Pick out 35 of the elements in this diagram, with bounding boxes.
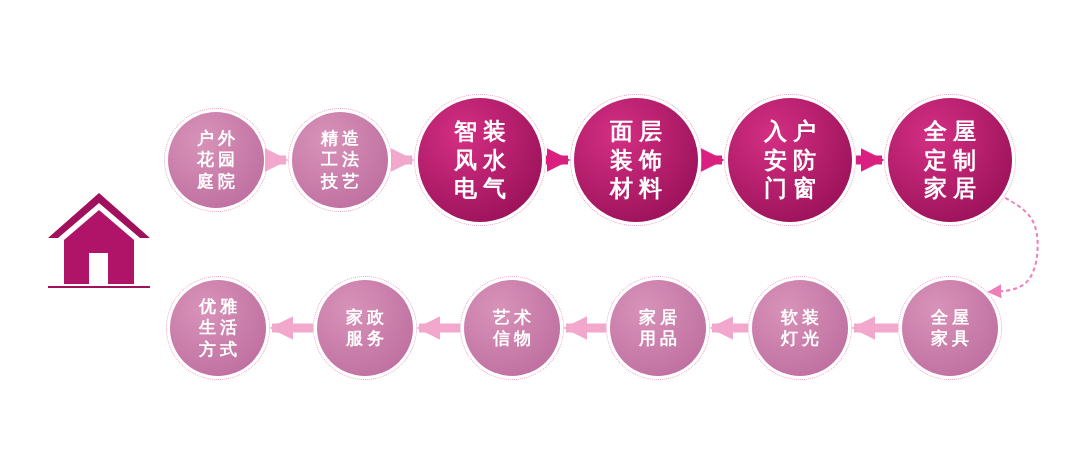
flow-circle <box>728 98 852 222</box>
flow-circle <box>464 280 560 376</box>
step-label: 入户安防门窗 <box>763 116 823 204</box>
step-label: 户外花园庭院 <box>196 128 240 192</box>
flow-circle <box>168 112 264 208</box>
step-label: 全屋家具 <box>930 306 974 350</box>
flow-circle <box>752 280 848 376</box>
step-label: 家居用品 <box>638 306 682 350</box>
arrow <box>546 148 571 172</box>
flow-circle <box>170 280 266 376</box>
step-label: 精造工法技艺 <box>319 128 364 192</box>
arrow <box>709 316 748 340</box>
flow-circle <box>888 98 1012 222</box>
step-label: 软装灯光 <box>779 306 824 350</box>
arrow <box>264 148 289 172</box>
arrow <box>851 316 898 340</box>
flow-circle <box>574 98 698 222</box>
arrow <box>416 316 460 340</box>
step-label: 面层装饰材料 <box>608 116 669 204</box>
arrow <box>987 196 1039 299</box>
step-label: 家政服务 <box>345 306 389 350</box>
arrow <box>390 148 415 172</box>
arrow <box>856 148 885 172</box>
flow-circle <box>902 280 998 376</box>
step-label: 智装风水电气 <box>453 116 513 204</box>
flow-circle <box>610 280 706 376</box>
flow-circle <box>292 112 388 208</box>
step-label: 全屋定制家居 <box>922 116 983 204</box>
flow-circle <box>317 280 413 376</box>
arrow <box>269 316 313 340</box>
step-label: 艺术信物 <box>492 306 536 350</box>
arrow <box>563 316 606 340</box>
step-label: 优雅生活方式 <box>198 296 242 360</box>
arrow <box>700 148 725 172</box>
flow-circle <box>418 98 542 222</box>
